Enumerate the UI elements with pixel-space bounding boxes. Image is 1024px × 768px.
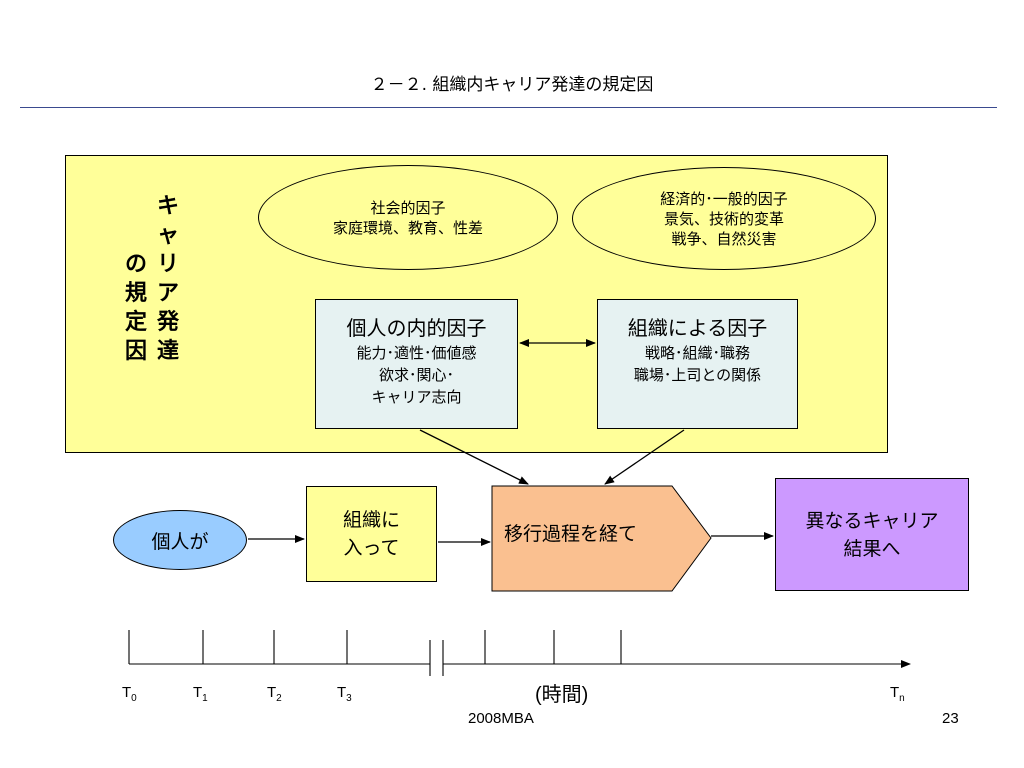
join-line: 入って: [343, 537, 400, 559]
ellipse-line: 経済的･一般的因子: [660, 189, 788, 208]
internal-factors-box: 個人の内的因子 能力･適性･価値感 欲求･関心･ キャリア志向: [315, 299, 518, 429]
time-label-t2: T2: [267, 684, 282, 704]
time-label-t1: T1: [193, 684, 208, 704]
result-line: 結果へ: [843, 537, 901, 560]
timeline: [128, 630, 911, 676]
ellipse-line: 社会的因子: [370, 198, 446, 217]
box-heading: 組織による因子: [627, 316, 768, 340]
box-line: 能力･適性･価値感: [356, 344, 477, 362]
internal-to-transition-arrow: [419, 429, 529, 485]
join-line: 組織に: [342, 509, 400, 531]
time-axis-label: (時間): [535, 684, 589, 706]
side-label-char: 発: [156, 310, 179, 335]
side-label-char: 定: [124, 310, 147, 335]
transition-label: 移行過程を経て: [504, 523, 638, 545]
side-label-char: の: [124, 252, 147, 277]
side-label-char: リ: [156, 252, 179, 277]
time-label-t0: T0: [122, 684, 137, 704]
join-organization-box: 組織に 入って: [306, 486, 437, 582]
box-line: 職場･上司との関係: [633, 366, 762, 384]
result-line: 異なるキャリア: [805, 509, 939, 532]
side-label-char: ャ: [156, 223, 179, 248]
side-label-char: 達: [156, 339, 179, 364]
box-heading: 個人の内的因子: [346, 316, 487, 340]
economic-factors-ellipse: 経済的･一般的因子 景気、技術的変革 戦争、自然災害: [572, 167, 876, 270]
time-label-tn: Tn: [890, 684, 905, 704]
transition-pentagon: [491, 485, 712, 592]
footer-text: 2008MBA: [468, 710, 534, 727]
time-label-t3: T3: [337, 684, 352, 704]
box-line: 戦略･組織･職務: [644, 344, 750, 362]
organizational-factors-box: 組織による因子 戦略･組織･職務 職場･上司との関係: [597, 299, 798, 429]
side-label-char: 規: [124, 281, 147, 306]
side-label-char: 因: [124, 339, 147, 364]
ellipse-line: 景気、技術的変革: [663, 209, 784, 228]
side-label-col1: キ ャ リ ア 発 達: [153, 192, 183, 366]
ellipse-line: 戦争、自然災害: [671, 229, 777, 248]
social-factors-ellipse: 社会的因子 家庭環境、教育、性差: [258, 165, 558, 270]
box-line: 欲求･関心･: [378, 366, 454, 384]
side-label-char: キ: [156, 194, 179, 219]
individual-oval: 個人が: [113, 510, 247, 570]
title-divider: [20, 107, 997, 108]
ellipse-line: 家庭環境、教育、性差: [332, 218, 483, 237]
page-title: ２－２. 組織内キャリア発達の規定因: [370, 75, 654, 95]
career-result-box: 異なるキャリア 結果へ: [775, 478, 969, 591]
side-label-char: ア: [156, 281, 179, 306]
side-label-col2: の 規 定 因: [121, 250, 151, 366]
box-line: キャリア志向: [371, 388, 462, 406]
page-number: 23: [942, 710, 959, 727]
organizational-to-transition-arrow: [604, 429, 685, 485]
